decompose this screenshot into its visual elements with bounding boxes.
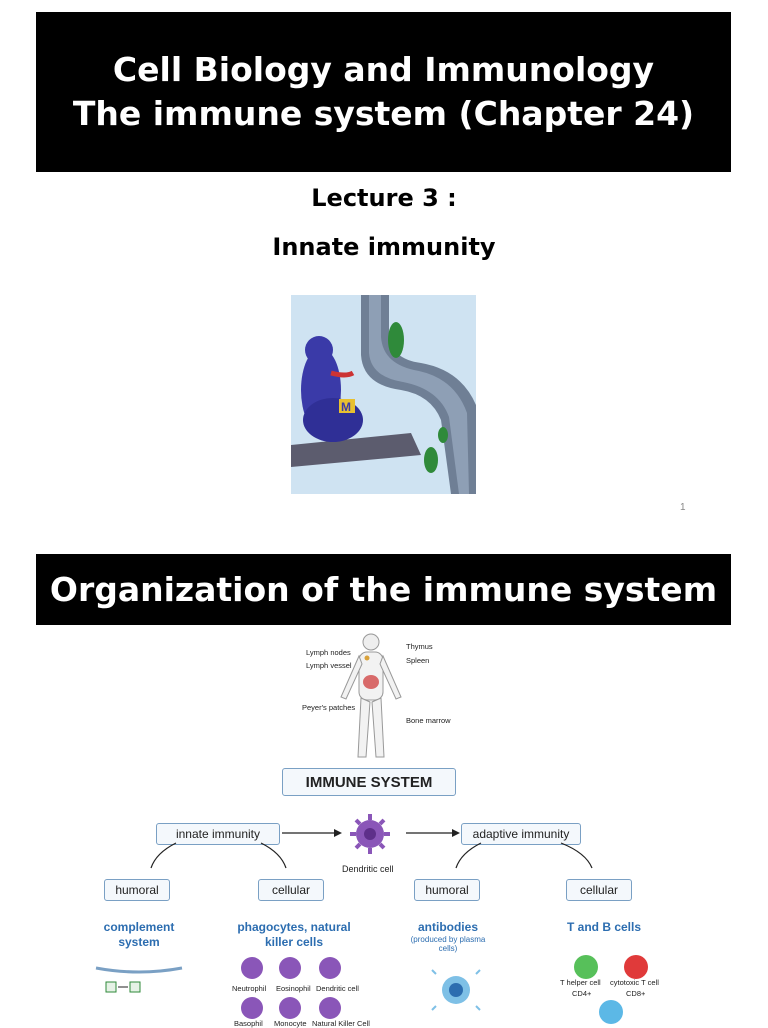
t-cells-image bbox=[574, 955, 648, 1024]
innate-immunity-box: innate immunity bbox=[156, 823, 280, 845]
dendritic-cell-label: Dendritic cell bbox=[342, 864, 394, 874]
phagocyte-cells-image bbox=[241, 957, 341, 1019]
plasma-cell-image bbox=[431, 969, 481, 1011]
complement-system-title: complement system bbox=[103, 920, 175, 949]
complement-graphic bbox=[95, 966, 183, 993]
adaptive-immunity-box: adaptive immunity bbox=[461, 823, 581, 845]
slide1-title-line1: Cell Biology and Immunology bbox=[112, 50, 655, 89]
adaptive-humoral-box: humoral bbox=[414, 879, 480, 901]
svg-text:M: M bbox=[341, 400, 351, 414]
antibodies-title: antibodies bbox=[417, 920, 478, 934]
slide2-title: Organization of the immune system bbox=[49, 570, 718, 609]
cd4-label: CD4+ bbox=[572, 989, 592, 998]
t-helper-label: T helper cell bbox=[560, 978, 601, 987]
diagram-arrows bbox=[150, 829, 593, 869]
slide2-title-banner: Organization of the immune system bbox=[36, 554, 731, 625]
label-lymph-vessel: Lymph vessel bbox=[306, 661, 352, 670]
innate-humoral-box: humoral bbox=[104, 879, 170, 901]
label-thymus: Thymus bbox=[406, 642, 433, 651]
label-lymph-nodes: Lymph nodes bbox=[306, 648, 351, 657]
eosinophil-label: Eosinophil bbox=[276, 984, 311, 993]
label-bone-marrow: Bone marrow bbox=[406, 716, 451, 725]
immune-system-box: IMMUNE SYSTEM bbox=[282, 768, 456, 796]
dendritic-cell-image bbox=[350, 814, 390, 854]
t-and-b-cells-title: T and B cells bbox=[566, 920, 642, 934]
label-spleen: Spleen bbox=[406, 656, 430, 665]
immune-organization-diagram: Lymph nodes Lymph vessel Thymus Spleen P… bbox=[36, 628, 731, 1028]
phagocytes-title: phagocytes, natural killer cells bbox=[237, 920, 351, 949]
antibodies-note: (produced by plasma cells) bbox=[410, 935, 486, 953]
lecture-topic: Innate immunity bbox=[272, 233, 496, 261]
slide1-title-line2: The immune system (Chapter 24) bbox=[72, 94, 695, 133]
cd8-label: CD8+ bbox=[626, 989, 646, 998]
neutrophil-label: Neutrophil bbox=[232, 984, 267, 993]
macrophage-cartoon-image: M bbox=[291, 295, 476, 494]
innate-cellular-box: cellular bbox=[258, 879, 324, 901]
dendritic-cell-small-label: Dendritic cell bbox=[316, 984, 359, 993]
label-peyers-patches: Peyer's patches bbox=[302, 703, 356, 712]
slide1-title-banner: Cell Biology and Immunology The immune s… bbox=[36, 12, 731, 172]
human-body-figure bbox=[340, 633, 402, 758]
adaptive-cellular-box: cellular bbox=[566, 879, 632, 901]
lecture-number: Lecture 3 : bbox=[311, 184, 457, 212]
cytotoxic-label: cytotoxic T cell bbox=[610, 978, 659, 987]
page-number: 1 bbox=[680, 502, 686, 513]
